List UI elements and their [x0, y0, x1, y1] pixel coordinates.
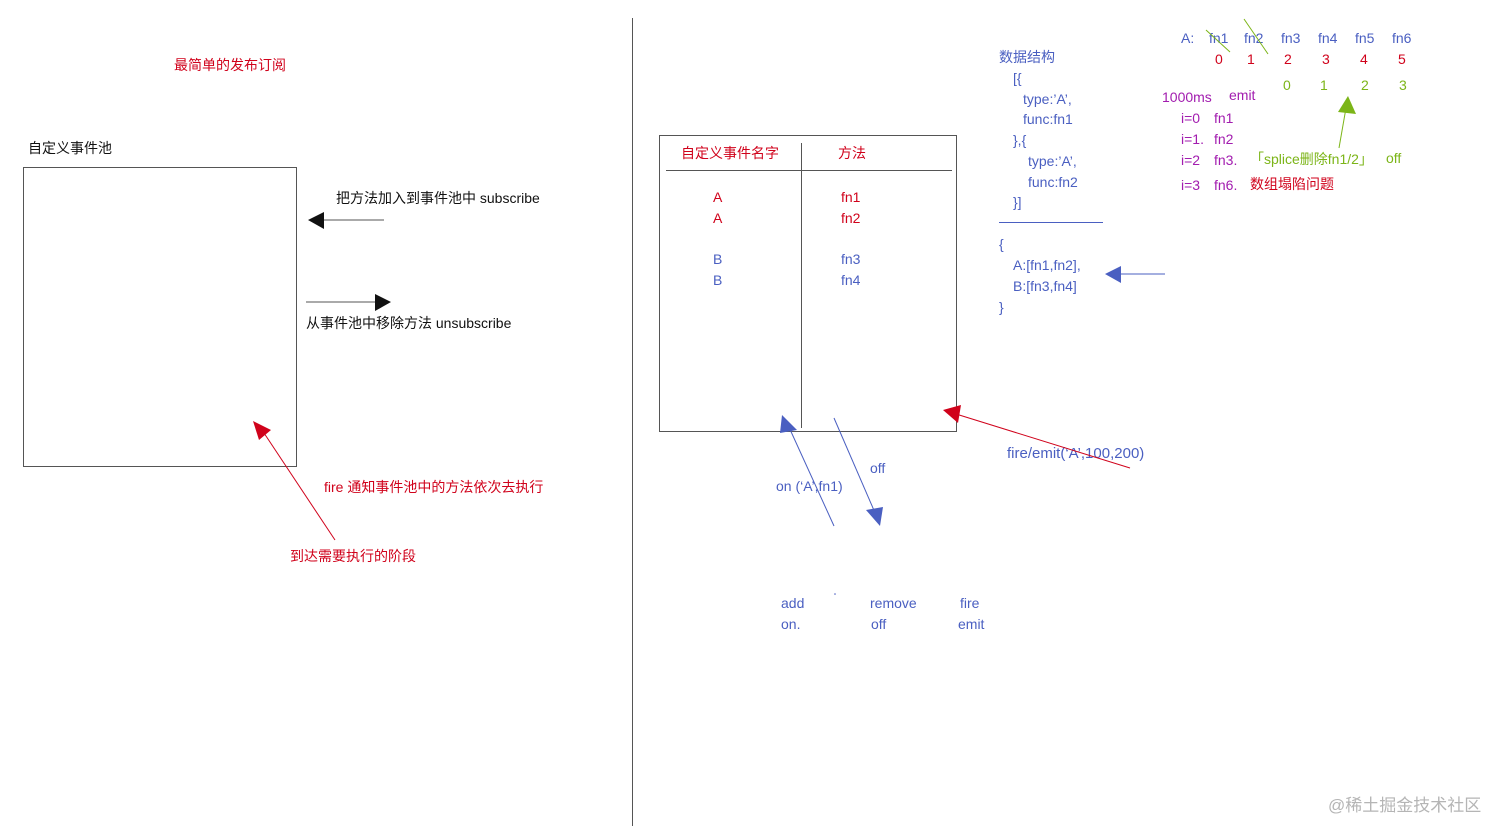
stray-dot: [834, 593, 836, 595]
structure-separator: [999, 222, 1103, 223]
table-header-divider: [666, 170, 952, 171]
op-remove-label: remove: [870, 595, 917, 611]
event-pool-box: [23, 167, 297, 467]
fn2-strike: [1243, 18, 1269, 55]
array-label: A:: [1181, 30, 1195, 46]
structure-line: [{: [1013, 70, 1022, 86]
array-index: 0: [1215, 51, 1223, 67]
op-fire-label: fire: [960, 595, 980, 611]
diagram-title: 最简单的发布订阅: [174, 57, 286, 73]
fire-emit-arrowhead: [943, 405, 961, 423]
event-table: [659, 135, 957, 432]
splice-arrow: [1338, 107, 1347, 149]
watermark: @稀土掘金技术社区: [1328, 796, 1482, 815]
table-header-name: 自定义事件名字: [681, 145, 779, 161]
array-fn: fn5: [1355, 30, 1375, 46]
loop-step-fn: fn2: [1214, 131, 1234, 147]
loop-step-fn: fn1: [1214, 110, 1234, 126]
op-on-label: on.: [781, 616, 801, 632]
structure-title: 数据结构: [999, 49, 1055, 65]
table-cell-name: A: [713, 210, 723, 226]
loop-step-fn: fn3.: [1214, 152, 1238, 168]
unsubscribe-arrowhead: [375, 294, 391, 311]
fire-stage-arrowhead: [253, 421, 271, 440]
fire-call-label: fire/emit(‘A’,100,200): [1007, 445, 1145, 462]
table-column-divider: [801, 143, 802, 428]
subscribe-note: 把方法加入到事件池中 subscribe: [336, 190, 540, 206]
table-header-method: 方法: [838, 145, 866, 161]
object-line: }: [999, 299, 1004, 315]
array-collapse-problem: 数组塌陷问题: [1250, 176, 1334, 192]
fn1-strike: [1205, 29, 1231, 53]
emit-label: emit: [1229, 87, 1256, 103]
structure-line: type:’A’,: [1028, 153, 1077, 169]
structure-line: func:fn2: [1028, 174, 1078, 190]
loop-step-fn: fn6.: [1214, 177, 1238, 193]
op-off-label: off: [871, 616, 887, 632]
timer-label: 1000ms: [1162, 89, 1212, 105]
array-new-index: 0: [1283, 77, 1291, 93]
array-fn: fn3: [1281, 30, 1301, 46]
structure-line: func:fn1: [1023, 111, 1073, 127]
op-add-label: add: [781, 595, 805, 611]
off-arrowhead: [866, 507, 883, 526]
object-pointer-arrowhead: [1105, 266, 1121, 283]
on-arrow: [787, 424, 835, 527]
array-index: 1: [1247, 51, 1255, 67]
off-arrow: [833, 417, 877, 516]
off-label: off: [870, 460, 886, 476]
array-new-index: 2: [1361, 77, 1369, 93]
off-note: off: [1386, 150, 1402, 166]
op-emit-label: emit: [958, 616, 985, 632]
object-line: B:[fn3,fn4]: [1013, 278, 1077, 294]
array-index: 3: [1322, 51, 1330, 67]
splice-arrowhead: [1338, 96, 1356, 114]
loop-step-index: i=3: [1181, 177, 1201, 193]
array-new-index: 3: [1399, 77, 1407, 93]
table-cell-name: B: [713, 272, 723, 288]
fire-stage-arrow: [261, 429, 336, 541]
subscribe-arrowhead: [308, 212, 324, 229]
object-line: A:[fn1,fn2],: [1013, 257, 1081, 273]
page-divider: [632, 18, 633, 826]
table-cell-method: fn4: [841, 272, 861, 288]
on-call-label: on (‘A’,fn1): [776, 478, 843, 494]
table-cell-name: A: [713, 189, 723, 205]
array-fn: fn4: [1318, 30, 1338, 46]
table-cell-method: fn2: [841, 210, 861, 226]
table-cell-method: fn1: [841, 189, 861, 205]
structure-line: },{: [1013, 132, 1027, 148]
array-index: 4: [1360, 51, 1368, 67]
array-fn: fn1: [1209, 30, 1229, 46]
structure-line: }]: [1013, 194, 1022, 210]
array-fn: fn6: [1392, 30, 1412, 46]
loop-step-index: i=2: [1181, 152, 1201, 168]
event-pool-label: 自定义事件池: [28, 140, 112, 156]
stage-note: 到达需要执行的阶段: [290, 548, 416, 564]
object-line: {: [999, 236, 1004, 252]
loop-step-index: i=1.: [1181, 131, 1204, 147]
unsubscribe-note: 从事件池中移除方法 unsubscribe: [306, 315, 512, 331]
splice-note: 「splice删除fn1/2」: [1250, 151, 1373, 167]
table-cell-method: fn3: [841, 251, 861, 267]
on-arrowhead: [780, 415, 797, 433]
loop-step-index: i=0: [1181, 110, 1201, 126]
fire-emit-arrow: [955, 413, 1131, 469]
structure-line: type:’A’,: [1023, 91, 1072, 107]
fire-note: fire 通知事件池中的方法依次去执行: [324, 479, 544, 495]
table-cell-name: B: [713, 251, 723, 267]
array-index: 5: [1398, 51, 1406, 67]
array-new-index: 1: [1320, 77, 1328, 93]
array-index: 2: [1284, 51, 1292, 67]
array-fn: fn2: [1244, 30, 1264, 46]
